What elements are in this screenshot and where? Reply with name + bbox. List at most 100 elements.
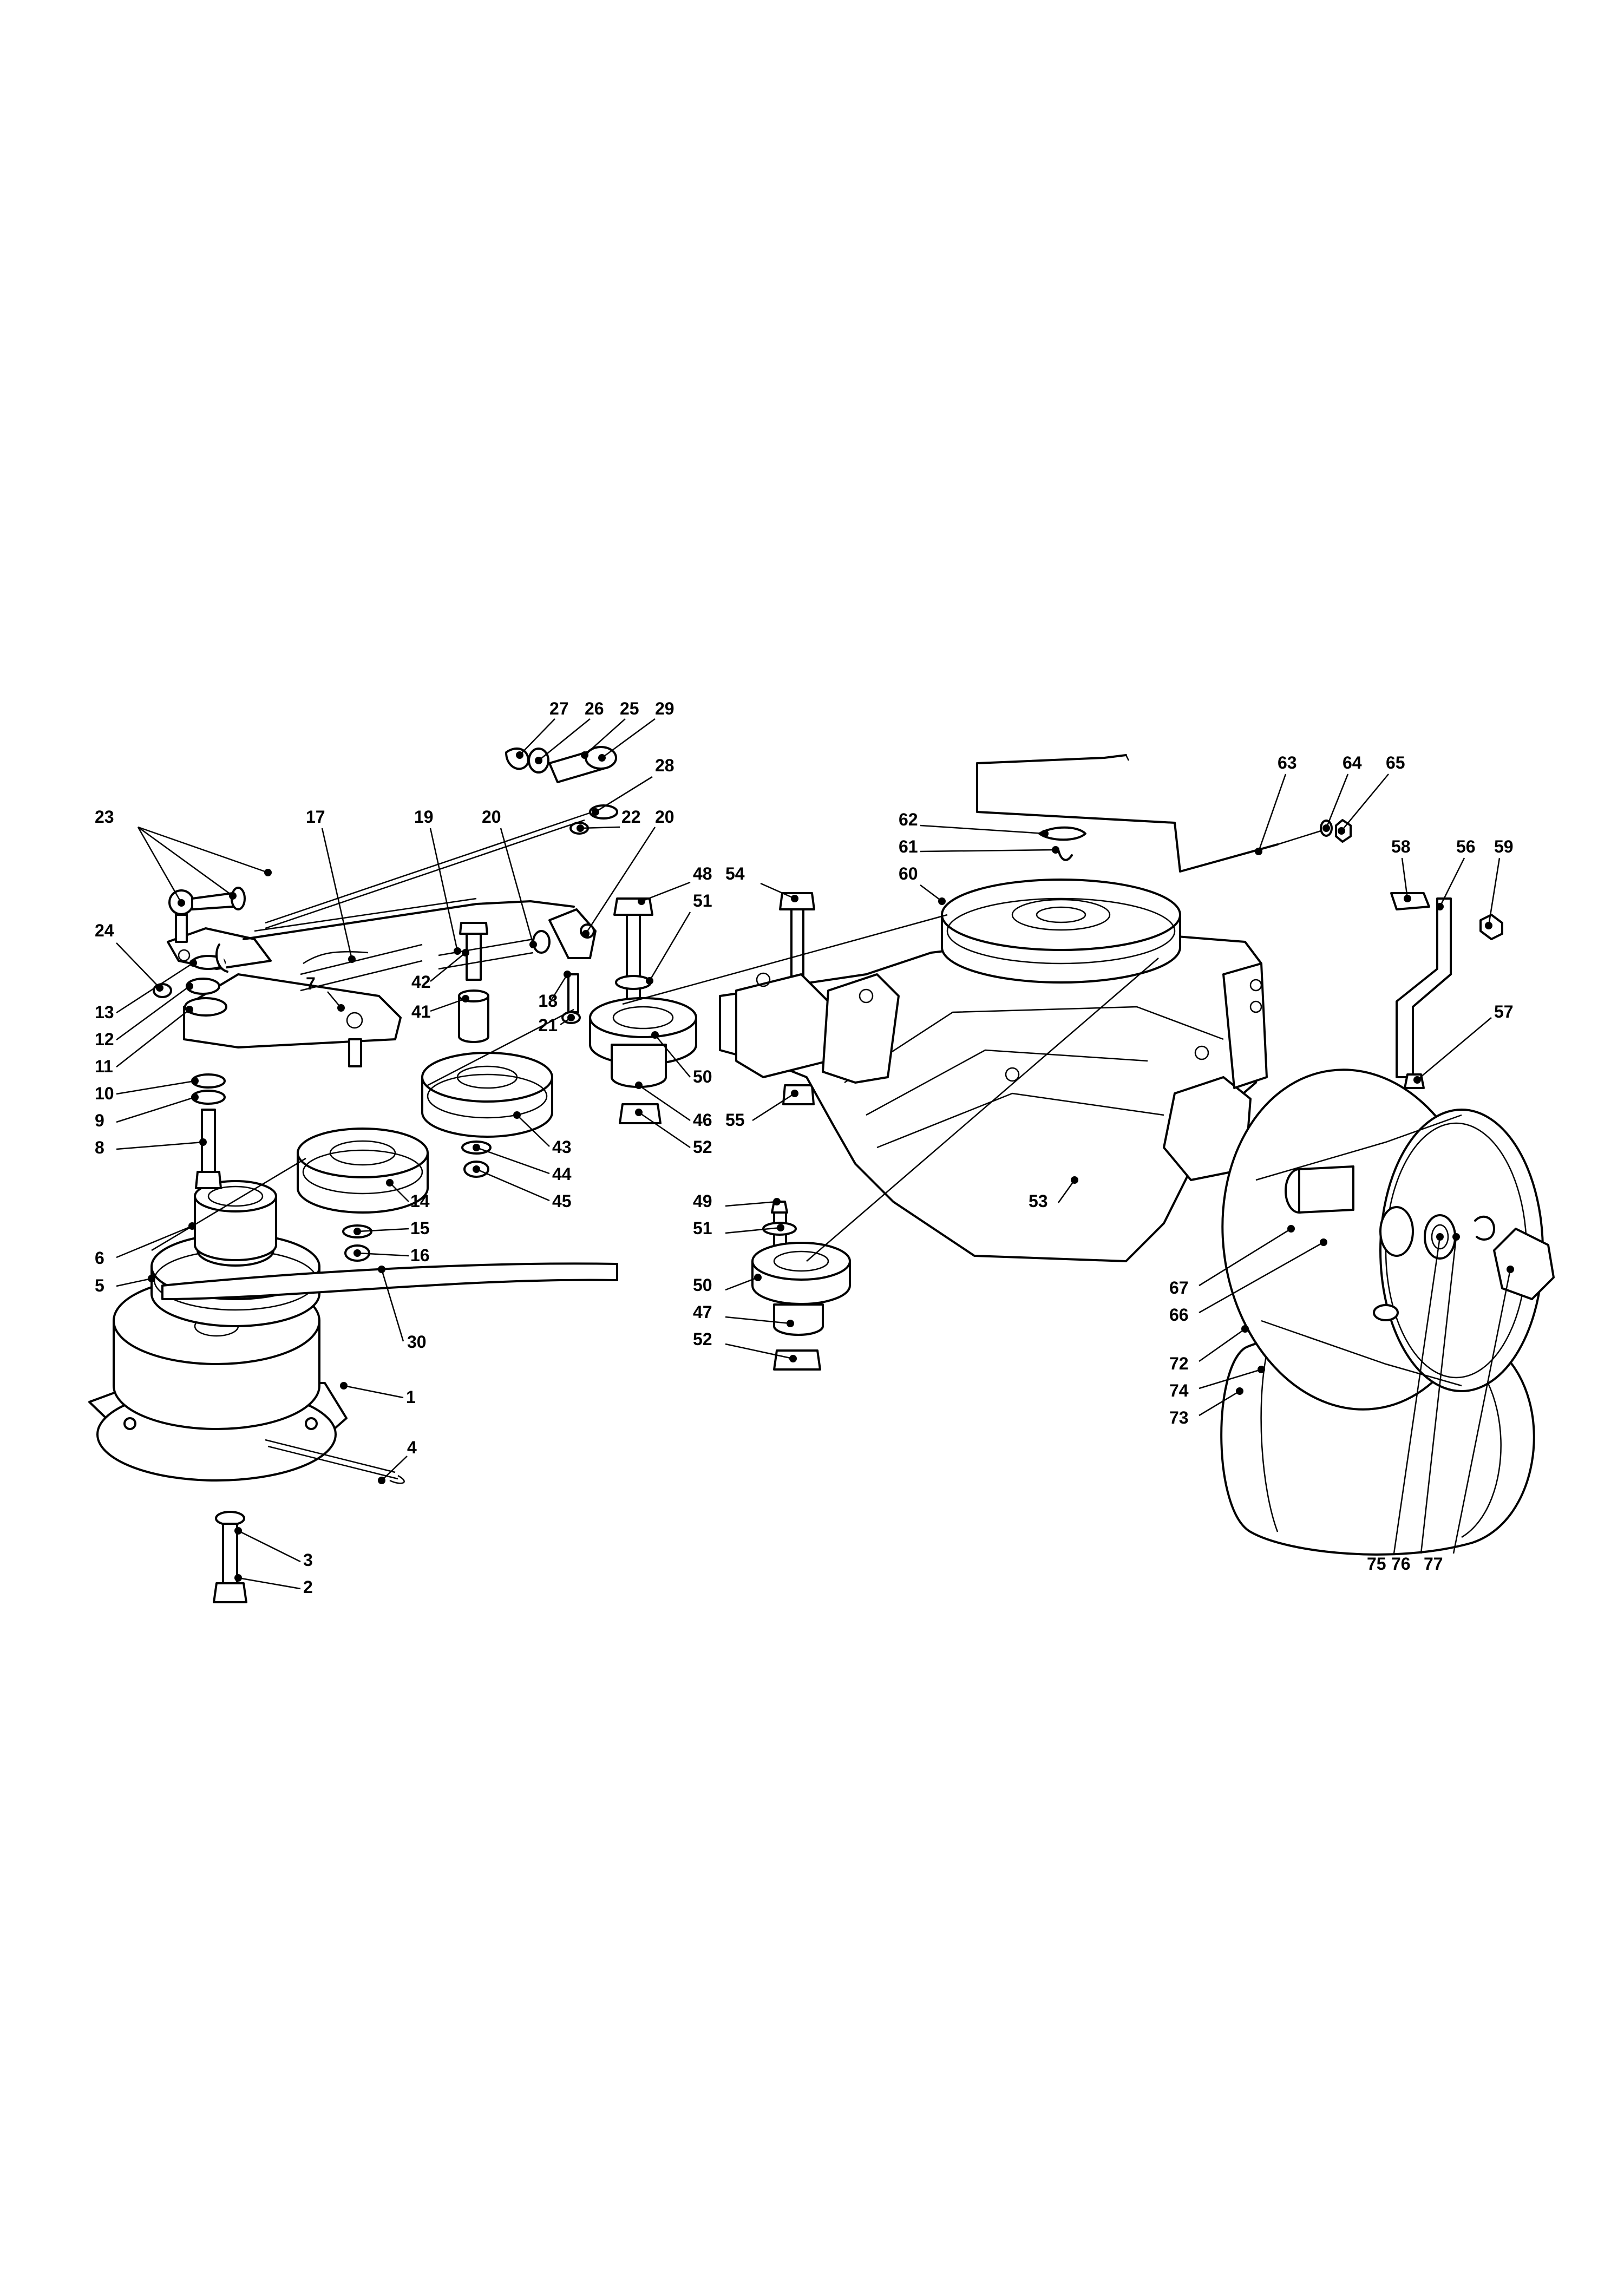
tension-arm <box>183 973 402 1067</box>
callout-leader-1 <box>343 1385 404 1399</box>
callout-leader-57 <box>1417 1017 1492 1080</box>
callout-label-4: 4 <box>407 1438 417 1457</box>
callout-label-42: 42 <box>411 972 431 992</box>
callout-dot-44 <box>473 1144 480 1151</box>
callout-dot-27 <box>516 751 523 759</box>
wheel-rim <box>1221 1069 1544 1411</box>
callout-leader-23 <box>137 826 269 874</box>
callout-leader-76 <box>1420 1236 1457 1554</box>
callout-leader-51b <box>725 1227 781 1234</box>
callout-leader-56 <box>1439 857 1465 907</box>
callout-dot-10 <box>191 1077 199 1085</box>
callout-dot-14 <box>386 1179 394 1187</box>
transaxle-pulley-60 <box>941 879 1181 984</box>
callout-dot-26 <box>535 757 542 764</box>
callout-label-17: 17 <box>306 807 325 827</box>
callout-label-49: 49 <box>693 1191 712 1211</box>
transaxle-lever-63 <box>976 754 1352 873</box>
callout-label-54: 54 <box>725 864 745 883</box>
callout-dot-17 <box>348 955 356 963</box>
callout-dot-66 <box>1320 1238 1327 1246</box>
callout-leader-46 <box>638 1084 691 1122</box>
callout-dot-59 <box>1485 922 1492 929</box>
callout-dot-49 <box>773 1198 781 1205</box>
callout-dot-47 <box>787 1320 794 1327</box>
callout-label-14: 14 <box>410 1191 430 1211</box>
idler-pulley-50-upper <box>589 997 697 1124</box>
callout-leader-20b <box>585 827 656 934</box>
callout-dot-62 <box>1041 830 1049 837</box>
callout-label-57: 57 <box>1494 1002 1514 1021</box>
callout-label-77: 77 <box>1424 1554 1443 1574</box>
callout-label-7: 7 <box>306 974 316 993</box>
callout-label-21: 21 <box>538 1015 558 1035</box>
callout-dot-50b <box>754 1274 762 1281</box>
callout-label-51b: 51 <box>693 1218 712 1238</box>
callout-label-63: 63 <box>1278 753 1297 772</box>
callout-label-1: 1 <box>406 1387 416 1407</box>
callout-label-9: 9 <box>95 1111 104 1130</box>
callout-leader-23 <box>137 826 233 897</box>
belt-path-line <box>427 1008 574 1086</box>
callout-label-74: 74 <box>1169 1381 1189 1400</box>
callout-dot-24 <box>156 984 163 992</box>
callout-dot-22 <box>577 824 584 832</box>
arm-stack-washers <box>184 955 227 1189</box>
callout-dot-63 <box>1255 848 1262 855</box>
callout-dot-43 <box>513 1111 521 1119</box>
callout-label-44: 44 <box>552 1164 572 1184</box>
callout-leader-4 <box>381 1456 408 1481</box>
callout-dot-73 <box>1236 1387 1243 1395</box>
callout-label-52b: 52 <box>693 1329 712 1349</box>
callout-leader-3 <box>238 1530 301 1563</box>
clutch-spring <box>265 1439 405 1484</box>
callout-label-41: 41 <box>411 1002 431 1021</box>
callout-dot-45 <box>473 1165 480 1173</box>
bolt-42-spacer-41 <box>458 922 489 1043</box>
callout-dot-60 <box>938 897 946 905</box>
callout-leader-23 <box>137 827 182 903</box>
callout-dot-58 <box>1404 895 1411 902</box>
callout-label-26: 26 <box>585 699 604 718</box>
callout-leader-67 <box>1199 1228 1292 1287</box>
callout-leader-61 <box>920 849 1056 853</box>
callout-leader-28 <box>595 776 653 813</box>
callout-leader-18 <box>551 974 568 999</box>
callout-label-65: 65 <box>1386 753 1405 772</box>
callout-leader-58 <box>1401 857 1409 899</box>
callout-leader-64 <box>1325 774 1349 829</box>
callout-leader-27 <box>519 718 555 756</box>
callout-label-59: 59 <box>1494 837 1514 856</box>
callout-leader-44 <box>476 1146 550 1175</box>
callout-leader-6 <box>116 1225 193 1259</box>
callout-dot-57 <box>1413 1076 1421 1084</box>
callout-label-61: 61 <box>899 837 918 856</box>
callout-leader-14 <box>389 1182 409 1202</box>
callout-dot-55 <box>791 1090 798 1097</box>
callout-label-50a: 50 <box>693 1067 712 1086</box>
callout-label-55: 55 <box>725 1110 745 1130</box>
callout-label-19: 19 <box>414 807 434 827</box>
callout-label-43: 43 <box>552 1137 572 1157</box>
callout-dot-76 <box>1452 1233 1460 1241</box>
callout-leader-72 <box>1199 1328 1246 1362</box>
callout-dot-3 <box>234 1527 242 1535</box>
control-rod-and-spring <box>215 811 593 992</box>
bracket-56 <box>1390 892 1503 1089</box>
callout-leader-19 <box>429 828 459 952</box>
callout-leader-5 <box>116 1277 152 1287</box>
callout-dot-53 <box>1071 1176 1078 1184</box>
callout-dot-50a <box>651 1031 659 1039</box>
callout-leader-47 <box>725 1316 791 1325</box>
callout-dot-61 <box>1052 846 1059 854</box>
callout-dot-56 <box>1436 903 1444 910</box>
callout-dot-7 <box>337 1004 345 1012</box>
callout-leader-30 <box>381 1269 404 1342</box>
callout-leader-65 <box>1341 774 1389 831</box>
callout-label-46: 46 <box>693 1110 712 1130</box>
bolt-48-washer-51 <box>613 897 653 1002</box>
callout-dot-25 <box>581 751 588 759</box>
callout-label-64: 64 <box>1343 753 1362 772</box>
callout-leader-51a <box>649 912 691 981</box>
callout-dot-51a <box>646 977 653 985</box>
